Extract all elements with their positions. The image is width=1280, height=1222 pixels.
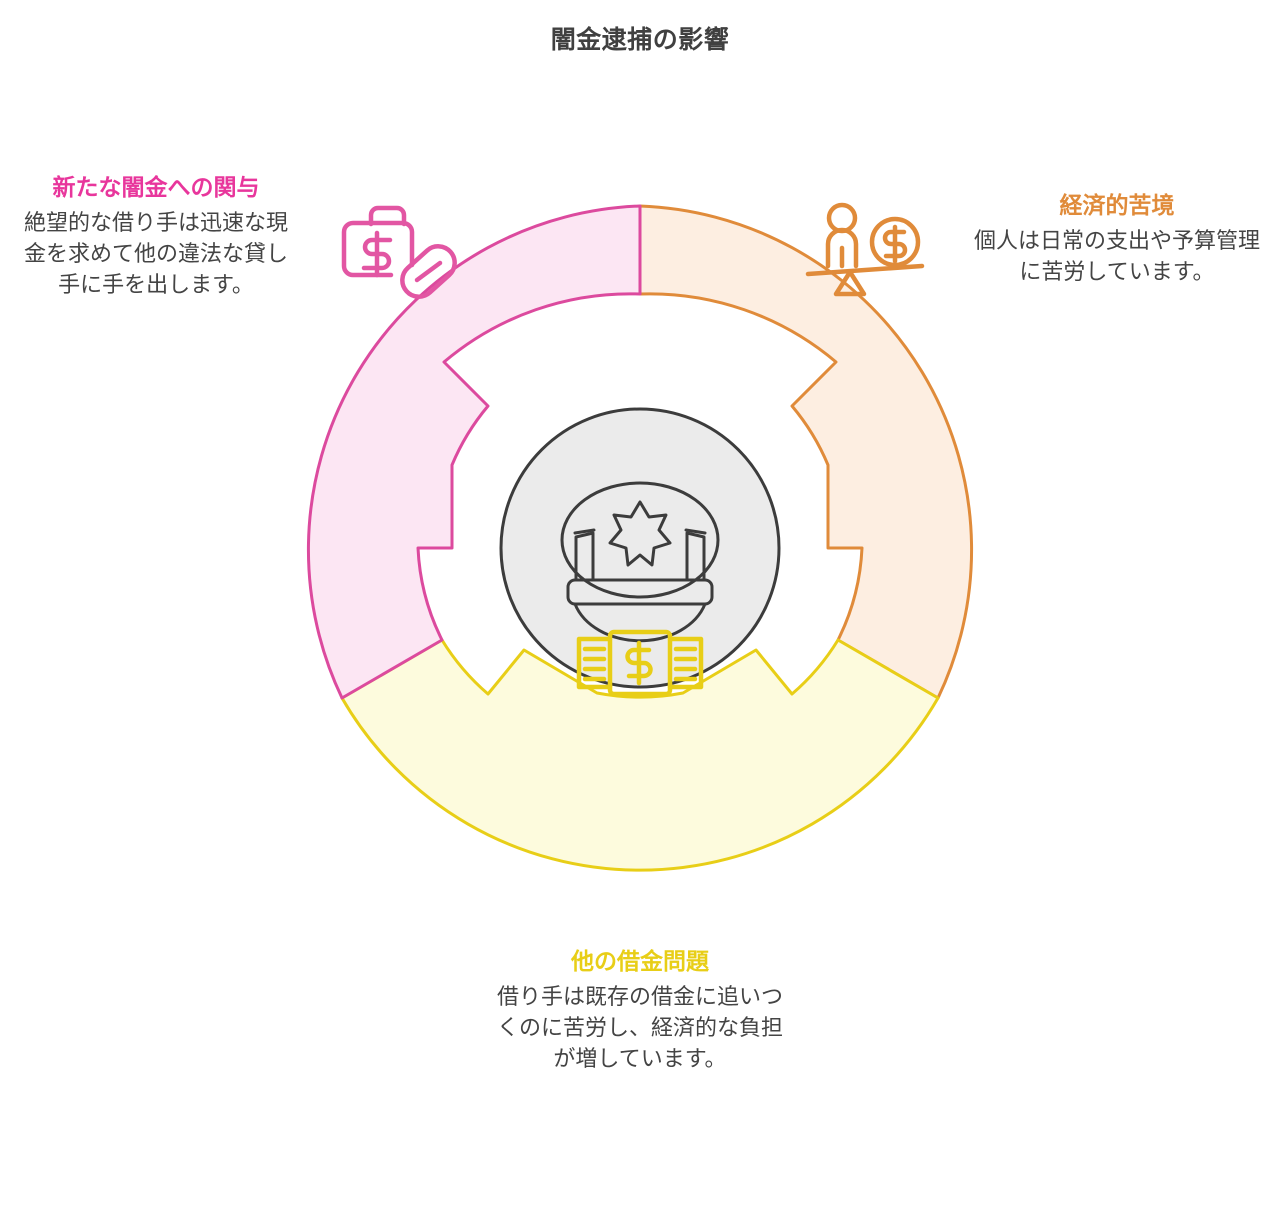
callout-heading-economic-hardship: 経済的苦境 [1059, 192, 1175, 218]
page-title: 闇金逮捕の影響 [550, 26, 730, 54]
callout-new-loanshark-involvement[interactable]: 新たな闇金への関与 絶望的な借り手は迅速な現金を求めて他の違法な貸し手に手を出し… [16, 172, 296, 301]
callout-body-economic-hardship: 個人は日常の支出や予算管理に苦労しています。 [973, 228, 1260, 285]
callout-economic-hardship[interactable]: 経済的苦境 個人は日常の支出や予算管理に苦労しています。 [972, 190, 1262, 288]
donut-chart-svg [306, 202, 974, 872]
callout-body-new-loanshark-involvement: 絶望的な借り手は迅速な現金を求めて他の違法な貸し手に手を出します。 [23, 210, 288, 297]
callout-heading-new-loanshark-involvement: 新たな闇金への関与 [52, 174, 260, 200]
police-cap-icon [560, 481, 720, 643]
segment-new-loanshark-involvement[interactable] [306, 204, 642, 700]
person-money-balance-scale-icon [805, 202, 925, 297]
segment-new-loanshark-involvement-shape [306, 204, 642, 700]
briefcase-dollar-pill-icon [341, 205, 457, 299]
center-circle [499, 407, 781, 689]
callout-heading-other-debt-problems: 他の借金問題 [571, 948, 709, 974]
callout-other-debt-problems[interactable]: 他の借金問題 借り手は既存の借金に追いつくのに苦労し、経済的な負担が増しています… [490, 946, 790, 1075]
callout-body-other-debt-problems: 借り手は既存の借金に追いつくのに苦労し、経済的な負担が増しています。 [496, 984, 783, 1071]
banknotes-cash-icon [576, 629, 704, 697]
